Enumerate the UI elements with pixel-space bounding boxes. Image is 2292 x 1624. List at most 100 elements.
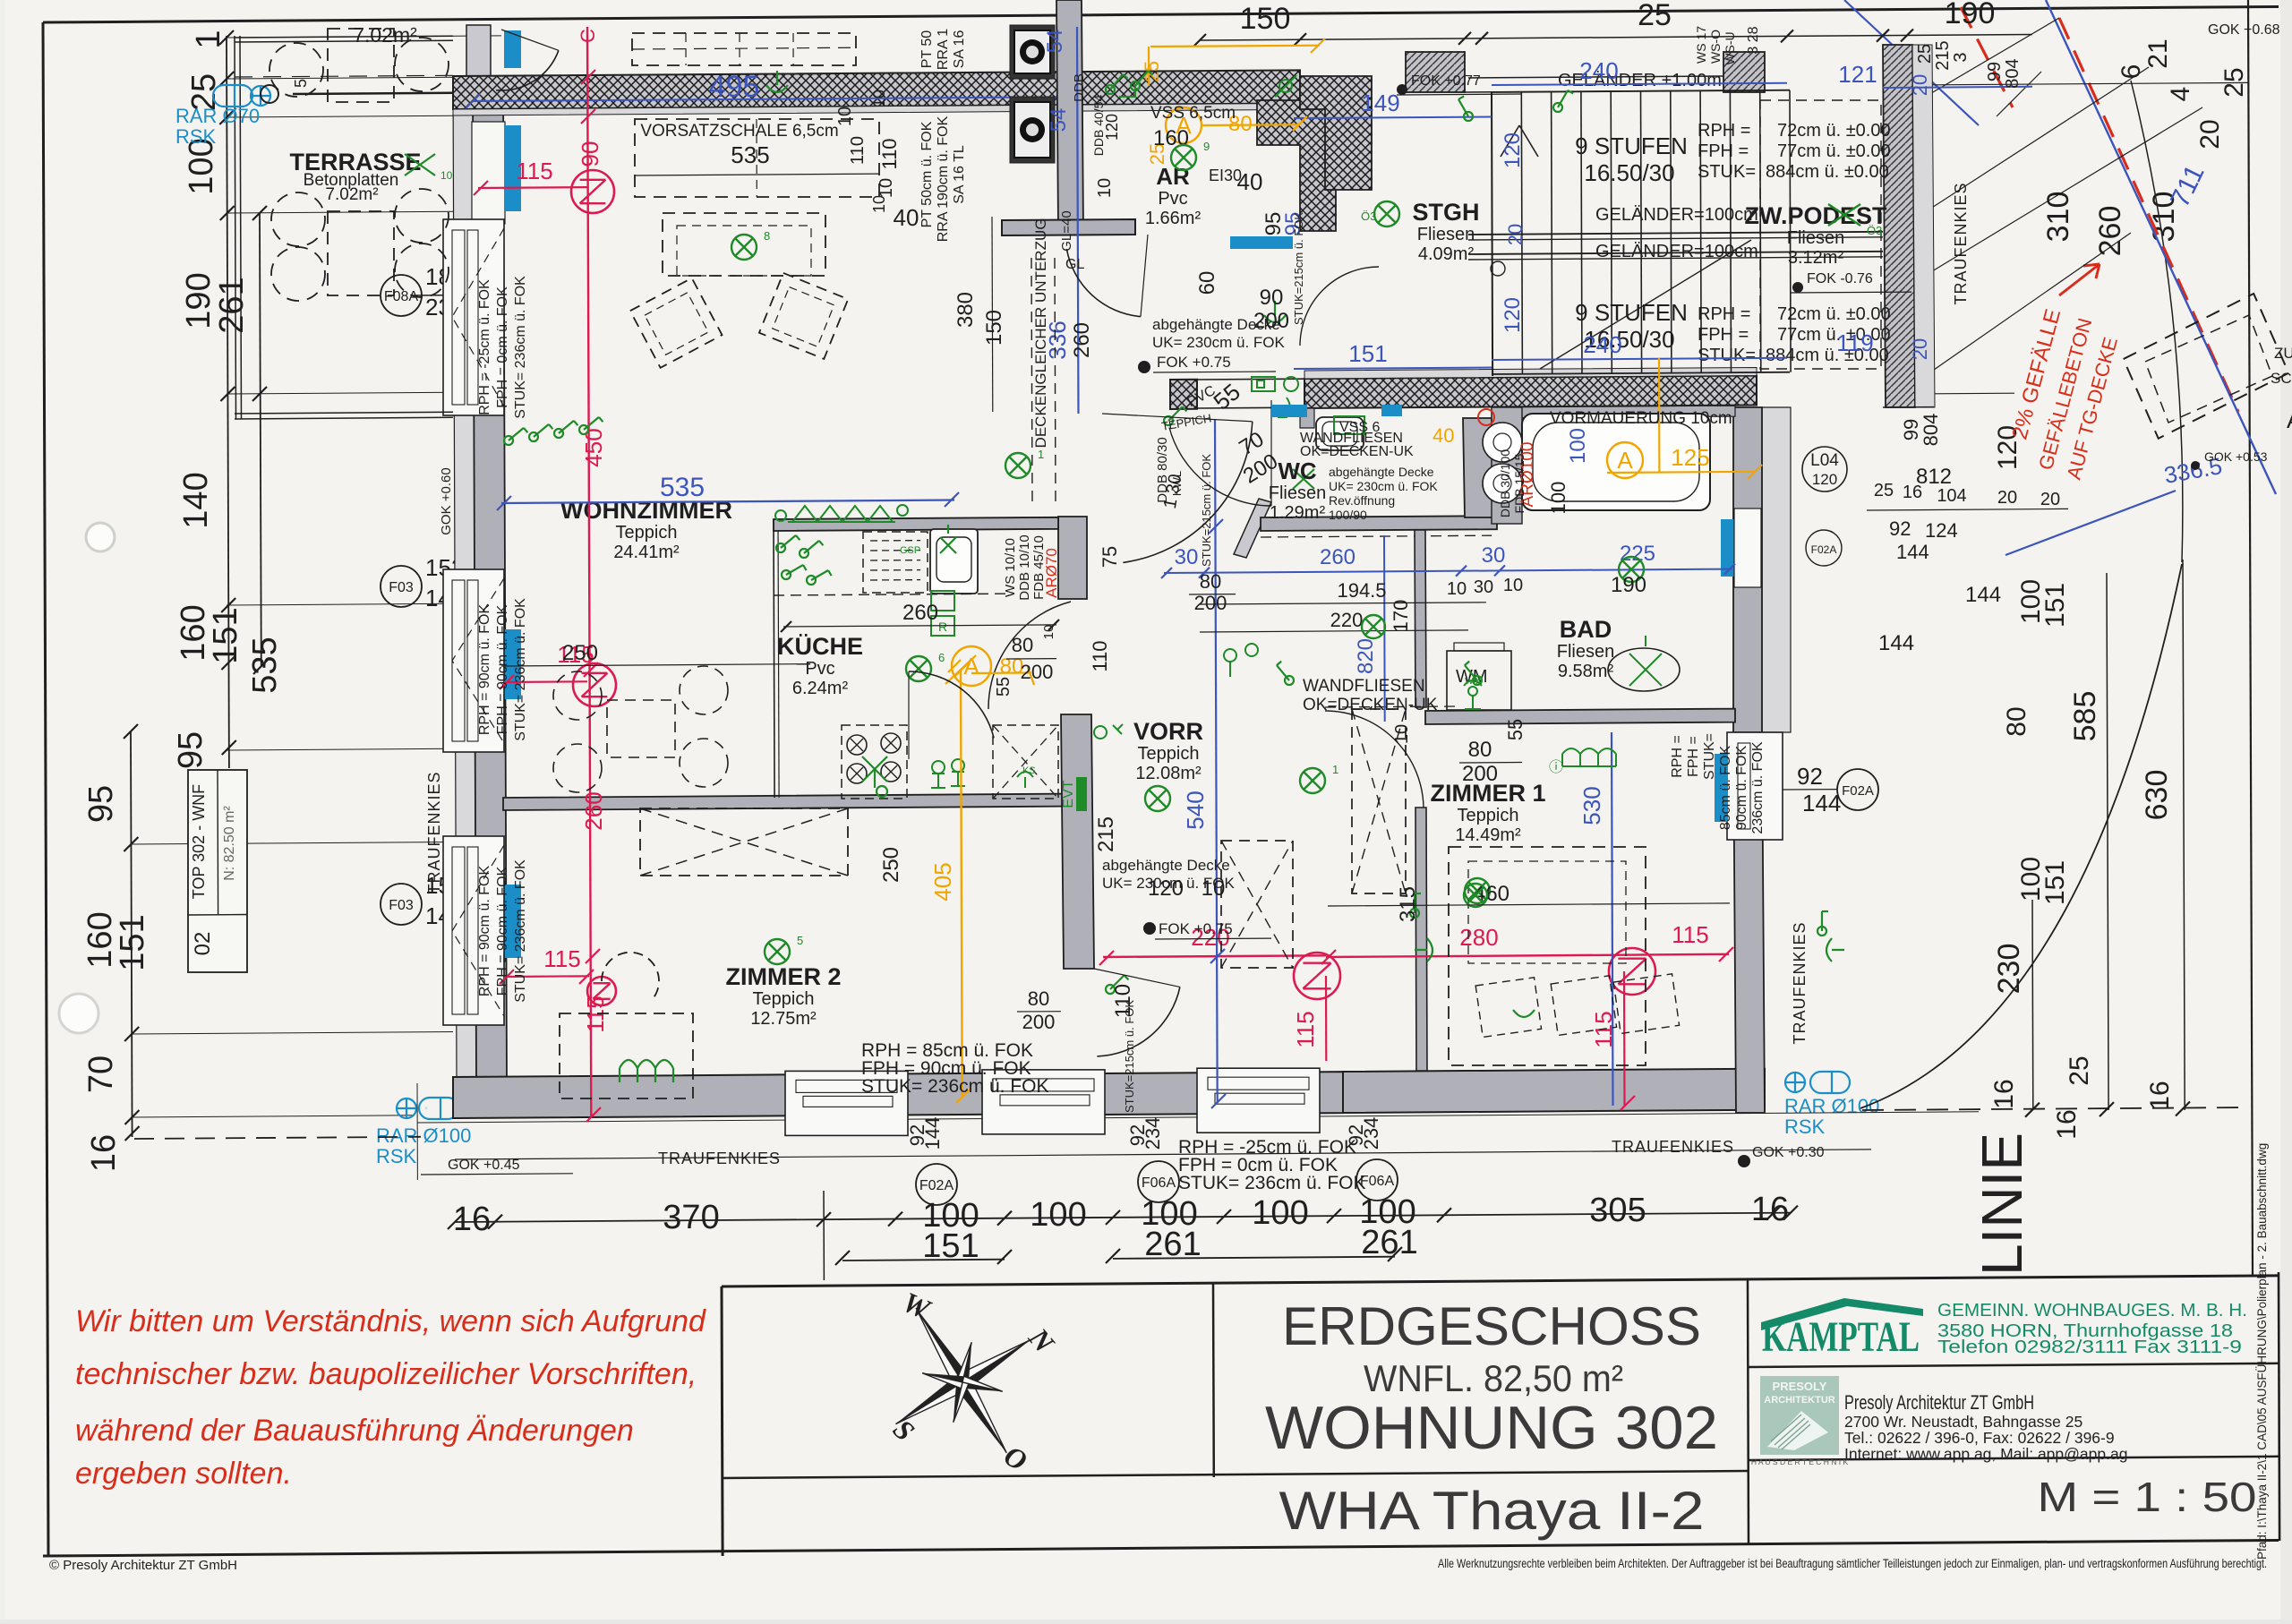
svg-text:10: 10	[1503, 576, 1523, 595]
svg-text:Pvc: Pvc	[805, 659, 834, 679]
svg-text:80: 80	[1028, 987, 1049, 1010]
svg-text:Fliesen: Fliesen	[1787, 228, 1844, 248]
svg-text:UK= 230cm ü. FOK: UK= 230cm ü. FOK	[1152, 334, 1286, 351]
svg-text:10: 10	[870, 90, 888, 107]
svg-text:Tel.: 02622 / 396-0, Fax: 0262: Tel.: 02622 / 396-0, Fax: 02622 / 396-9	[1844, 1429, 2115, 1447]
svg-text:80: 80	[1468, 738, 1492, 762]
svg-text:820: 820	[1354, 638, 1378, 674]
svg-text:Teppich: Teppich	[753, 989, 815, 1009]
svg-text:F02A: F02A	[1842, 783, 1874, 799]
svg-text:77cm ü. ±0.00: 77cm ü. ±0.00	[1777, 141, 1891, 161]
svg-text:70: 70	[82, 1056, 120, 1093]
svg-text:4.09m²: 4.09m²	[1418, 244, 1475, 264]
svg-text:6.24m²: 6.24m²	[792, 679, 849, 698]
svg-text:80: 80	[1012, 634, 1033, 656]
svg-text:STUK=: STUK=	[1702, 733, 1717, 780]
svg-text:TRAUFENKIES: TRAUFENKIES	[658, 1150, 781, 1167]
svg-text:99: 99	[1985, 62, 2005, 81]
svg-text:A: A	[2287, 406, 2292, 433]
svg-text:RRA 1: RRA 1	[936, 29, 951, 70]
svg-text:20: 20	[2195, 119, 2225, 149]
svg-text:200: 200	[1194, 592, 1227, 614]
svg-text:WM: WM	[1465, 677, 1481, 687]
svg-text:119: 119	[1836, 329, 1873, 356]
svg-text:80: 80	[2002, 706, 2031, 736]
svg-text:FPH = 0cm ü. FOK: FPH = 0cm ü. FOK	[495, 286, 510, 408]
svg-text:GOK +0.60: GOK +0.60	[439, 467, 454, 534]
svg-text:75: 75	[1099, 546, 1121, 568]
svg-text:STUK=: STUK=	[1698, 162, 1756, 182]
svg-text:121: 121	[1838, 61, 1877, 88]
svg-text:14.49m²: 14.49m²	[1455, 825, 1521, 845]
svg-text:1: 1	[1038, 448, 1044, 461]
svg-text:25: 25	[1141, 61, 1163, 82]
svg-text:STUK=: STUK=	[1698, 346, 1756, 365]
svg-text:RPH =: RPH =	[1670, 735, 1685, 778]
svg-text:115: 115	[1672, 921, 1708, 948]
svg-text:236cm ü. FOK: 236cm ü. FOK	[1750, 741, 1766, 833]
svg-text:TRAUFENKIES: TRAUFENKIES	[425, 771, 443, 893]
svg-text:100: 100	[1030, 1196, 1086, 1234]
svg-text:WS-U: WS-U	[1723, 31, 1737, 64]
svg-text:190: 190	[1611, 573, 1646, 597]
svg-text:SA 16 TL: SA 16 TL	[952, 145, 967, 204]
svg-text:100: 100	[1566, 428, 1590, 464]
svg-text:110: 110	[1089, 640, 1111, 671]
svg-text:STUK= 236cm ü. FOK: STUK= 236cm ü. FOK	[861, 1076, 1049, 1097]
svg-text:F02A: F02A	[919, 1178, 954, 1193]
svg-text:7.02m²: 7.02m²	[325, 185, 378, 204]
svg-text:WNFL. 82,50 m²: WNFL. 82,50 m²	[1364, 1357, 1623, 1399]
svg-text:240: 240	[1583, 331, 1621, 358]
svg-text:200: 200	[1021, 661, 1054, 683]
svg-text:535: 535	[246, 637, 284, 693]
svg-text:10: 10	[1041, 625, 1056, 640]
svg-text:25: 25	[2065, 1056, 2094, 1085]
svg-text:85cm ü. FOK: 85cm ü. FOK	[1718, 746, 1733, 831]
svg-text:149: 149	[1361, 90, 1399, 116]
svg-text:Ö3: Ö3	[1361, 209, 1376, 223]
svg-text:STUK=215cm ü. FOK: STUK=215cm ü. FOK	[1200, 454, 1213, 567]
svg-text:120: 120	[1812, 471, 1837, 488]
svg-text:BAD: BAD	[1560, 616, 1612, 643]
svg-text:Fliesen: Fliesen	[1557, 642, 1614, 662]
svg-text:100/90: 100/90	[1329, 508, 1367, 522]
svg-text:234: 234	[1360, 1117, 1382, 1150]
svg-text:115: 115	[582, 996, 609, 1032]
svg-text:PT 50cm ü. FOK: PT 50cm ü. FOK	[919, 121, 935, 227]
svg-text:GEMEINN. WOHNBAUGES. M. B. H.: GEMEINN. WOHNBAUGES. M. B. H.	[1937, 1301, 2247, 1321]
svg-text:Fliesen: Fliesen	[1417, 225, 1475, 244]
svg-text:95: 95	[172, 731, 210, 769]
svg-text:F06A: F06A	[1142, 1175, 1176, 1191]
svg-text:10: 10	[877, 178, 896, 198]
svg-text:R: R	[938, 620, 947, 634]
svg-text:215: 215	[1094, 816, 1118, 852]
svg-text:151: 151	[1348, 340, 1387, 367]
svg-text:92: 92	[1797, 763, 1823, 790]
svg-text:GOK +0.68: GOK +0.68	[2208, 22, 2280, 38]
svg-text:120: 120	[1148, 876, 1184, 901]
svg-text:260: 260	[2093, 206, 2127, 257]
svg-text:260: 260	[1070, 322, 1094, 358]
svg-text:124: 124	[1925, 519, 1958, 542]
svg-text:260: 260	[1320, 545, 1356, 569]
svg-text:20: 20	[1504, 224, 1527, 245]
svg-text:151: 151	[922, 1227, 979, 1265]
svg-text:55: 55	[1504, 719, 1527, 740]
svg-text:115: 115	[516, 158, 552, 184]
svg-text:GSP: GSP	[900, 545, 920, 556]
svg-text:WC: WC	[1278, 457, 1317, 484]
svg-text:TOP 302 - WNF: TOP 302 - WNF	[190, 784, 208, 899]
svg-text:Internet: www.app.ag, Mail: ap: Internet: www.app.ag, Mail: app@app.ag	[1844, 1445, 2127, 1463]
svg-text:RAR Ø100: RAR Ø100	[376, 1124, 471, 1147]
svg-text:abgehängte Decke: abgehängte Decke	[1102, 857, 1230, 874]
svg-text:RSK: RSK	[1784, 1115, 1826, 1138]
svg-text:25: 25	[1638, 0, 1672, 32]
svg-text:10: 10	[1095, 178, 1115, 198]
svg-text:Alle Werknutzungsrechte verble: Alle Werknutzungsrechte verbleiben beim …	[1438, 1557, 2267, 1570]
svg-text:GELÄNDER=100cm: GELÄNDER=100cm	[1595, 242, 1758, 261]
svg-text:144: 144	[1965, 583, 2001, 607]
svg-text:20: 20	[2040, 490, 2060, 509]
svg-text:9: 9	[1203, 140, 1210, 153]
svg-text:40: 40	[894, 204, 919, 231]
svg-text:110: 110	[878, 138, 901, 169]
